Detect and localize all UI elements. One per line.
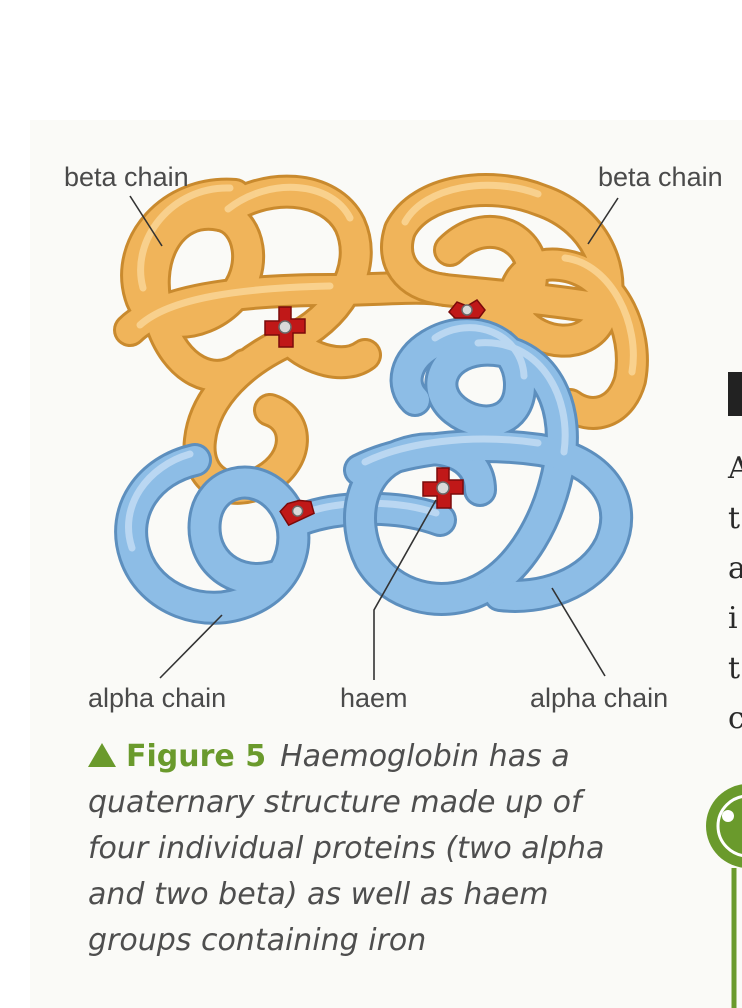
- side-letter: A: [728, 444, 742, 494]
- figure-number: Figure 5: [126, 739, 266, 774]
- side-letter: c: [728, 694, 742, 744]
- alpha-chain-right: [360, 328, 616, 599]
- side-letter: t: [728, 494, 742, 544]
- label-alpha-chain-right: alpha chain: [530, 683, 668, 714]
- triangle-up-icon: [88, 743, 116, 767]
- label-haem: haem: [340, 683, 408, 714]
- side-letter: t: [728, 644, 742, 694]
- side-heading-fragment: [728, 372, 742, 416]
- label-beta-chain-left: beta chain: [64, 162, 189, 193]
- side-letter: a: [728, 544, 742, 594]
- haemoglobin-diagram: [0, 0, 742, 730]
- side-text-column: A t a i t c: [728, 444, 742, 744]
- label-alpha-chain-left: alpha chain: [88, 683, 226, 714]
- side-letter: i: [728, 594, 742, 644]
- label-beta-chain-right: beta chain: [598, 162, 723, 193]
- green-molecule-badge-icon: [706, 776, 742, 1008]
